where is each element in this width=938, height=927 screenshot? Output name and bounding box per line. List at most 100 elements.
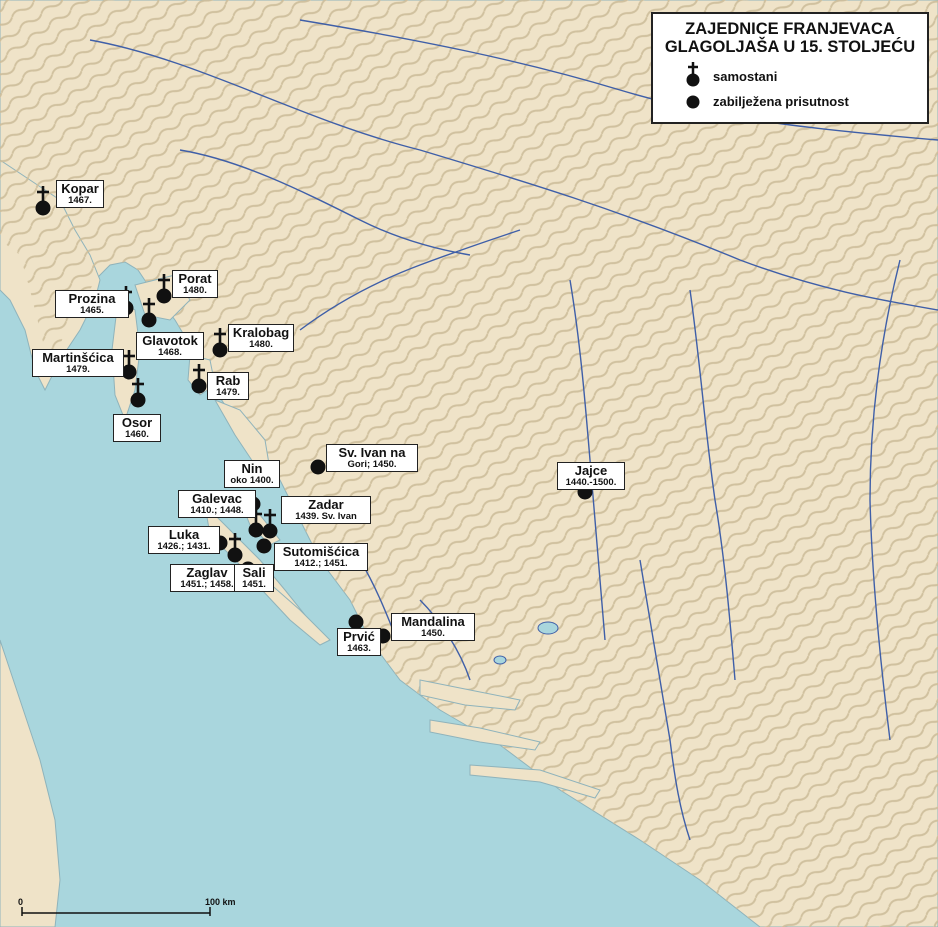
place-name: Kralobag [232,325,290,340]
island-korcula [469,764,601,799]
place-name: Prvić [343,629,375,644]
monastery-marker-zaglav [227,533,243,563]
dot-icon [227,547,243,563]
place-name: Sali [242,565,266,580]
place-year: 1439. Sv. Ivan [295,510,357,522]
place-year: 1467. [68,194,92,206]
dot-icon [348,614,364,630]
dot-icon [130,392,146,408]
river-neretva [639,559,691,841]
island-hvar [429,719,541,751]
place-name: Luka [168,527,200,542]
place-year: oko 1400. [230,474,274,486]
river-sava [89,39,938,311]
cross-over-dot-icon [686,62,700,87]
dot-icon [156,288,172,304]
dot-icon [191,378,207,394]
presence-marker-prvi [348,614,364,630]
place-year: 1468. [158,346,182,358]
place-year: 1479. [216,386,240,398]
monastery-marker-kopar [35,186,51,216]
legend-title-line1: ZAJEDNICE FRANJEVACA [685,20,895,38]
monastery-marker-kralobag [212,328,228,358]
place-year: 1426.; 1431. [157,540,211,552]
place-year: 1460. [125,428,149,440]
place-name: Galevac [192,491,242,506]
scale-bar: 0 100 km [18,897,236,916]
lake-vrana [537,621,559,635]
place-year: 1450. [421,627,445,639]
legend-title-line2: GLAGOLJAŠA U 15. STOLJEĆU [664,38,916,56]
italy-coast [0,639,61,927]
place-name: Kopar [61,181,99,196]
dot-icon [686,95,700,109]
dot-icon [248,522,264,538]
place-name: Prozina [68,291,116,306]
dot-icon [212,342,228,358]
place-year: 1480. [183,284,207,296]
presence-marker-sutomi-ica [256,538,272,554]
place-year: Gori; 1450. [347,458,397,470]
dot-icon [141,312,157,328]
scale-start-label: 0 [18,897,23,907]
river-kupa [179,149,471,256]
place-name: Sv. Ivan na [338,445,406,460]
place-name: Jajce [574,463,608,478]
scale-end-label: 100 km [205,897,236,907]
place-name: Martinšćica [42,350,114,365]
dot-icon [35,200,51,216]
monastery-marker-porat [156,274,172,304]
legend: ZAJEDNICE FRANJEVACA GLAGOLJAŠA U 15. ST… [651,12,929,124]
river-vrbas [569,279,606,641]
place-name: Mandalina [401,614,465,629]
legend-monastery-label: samostani [713,69,778,84]
place-year: 1463. [347,642,371,654]
place-name: Porat [178,271,212,286]
place-name: Zadar [308,497,344,512]
river-drava [299,19,938,141]
place-name: Nin [241,461,263,476]
place-year: 1465. [80,304,104,316]
monastery-marker-rab [191,364,207,394]
place-year: 1440.-1500. [565,476,617,488]
river-una [299,229,521,331]
river-drina [869,259,901,741]
place-name: Rab [215,373,241,388]
monastery-marker-zadar [262,509,278,539]
place-year: 1412.; 1451. [294,557,348,569]
place-year: 1410.; 1448. [190,504,244,516]
dot-icon [310,459,326,475]
place-year: 1479. [66,363,90,375]
river-bosna [689,289,736,681]
dot-icon [121,364,137,380]
legend-presence-label: zabilježena prisutnost [713,94,849,109]
place-name: Osor [121,415,153,430]
dot-icon [262,523,278,539]
lake-busko [493,655,507,665]
place-year: 1480. [249,338,273,350]
monastery-marker-glavotok [141,298,157,328]
island-brac [419,679,521,711]
rivers [89,19,938,841]
monastery-marker-osor [130,378,146,408]
place-name: Glavotok [142,333,198,348]
place-name: Zaglav [186,565,228,580]
monastery-marker-martin-ica [121,350,137,380]
